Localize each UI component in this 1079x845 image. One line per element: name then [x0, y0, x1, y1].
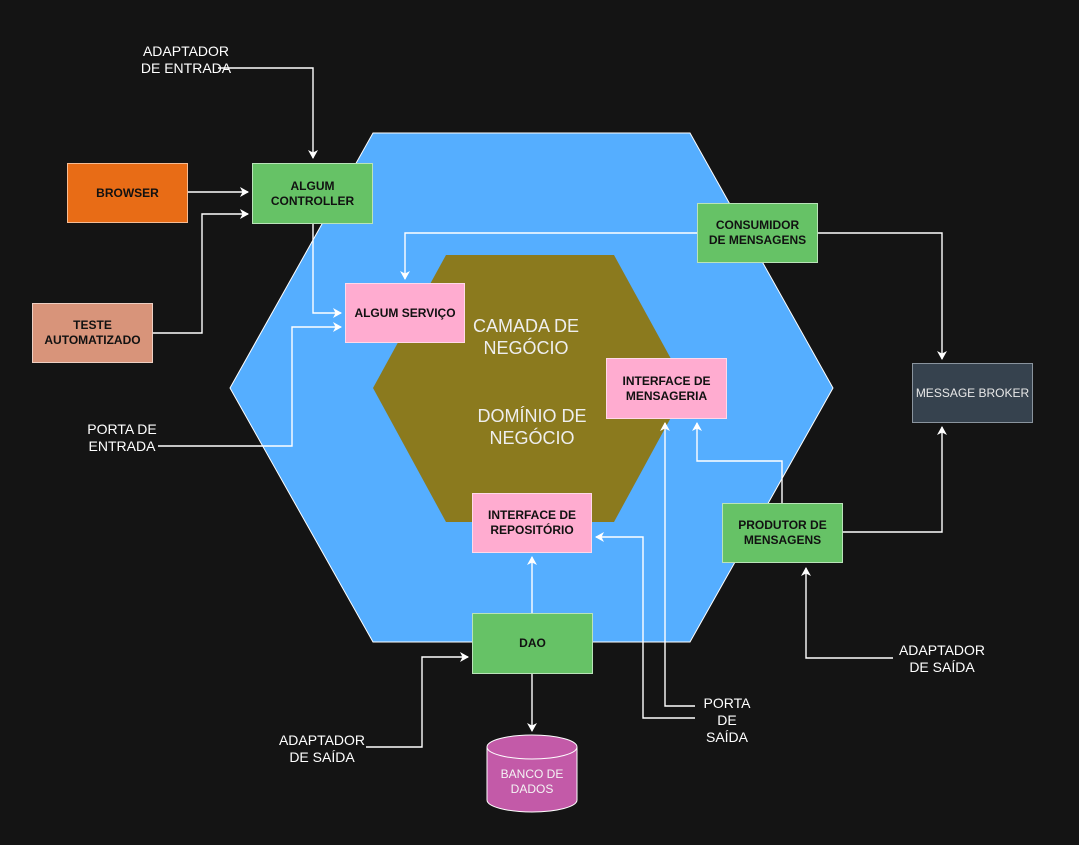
database-cylinder-shape [486, 734, 578, 813]
message-broker-box: MESSAGE BROKER [912, 363, 1033, 423]
interface-repositorio-box: INTERFACE DE REPOSITÓRIO [472, 493, 592, 553]
adaptador-saida-right-label: ADAPTADOR DE SAÍDA [898, 642, 986, 675]
browser-box: BROWSER [67, 163, 188, 223]
algum-controller-box: ALGUM CONTROLLER [252, 163, 373, 224]
dao-box: DAO [472, 613, 593, 674]
adaptador-entrada-label: ADAPTADOR DE ENTRADA [140, 43, 232, 76]
dominio-negocio-label: DOMÍNIO DE NEGÓCIO [477, 406, 587, 448]
connector-produtor-broker [843, 426, 947, 533]
adaptador-saida-left-label: ADAPTADOR DE SAÍDA [278, 732, 366, 765]
porta-saida-label: PORTA DE SAÍDA [703, 695, 751, 745]
produtor-mensagens-box: PRODUTOR DE MENSAGENS [722, 503, 843, 563]
connector-porta-entrada-servico [158, 322, 342, 447]
connector-consumidor-broker [818, 232, 947, 360]
connector-teste-controller [153, 209, 249, 334]
connector-controller-servico [312, 224, 342, 318]
connector-porta-saida-mensageria [660, 422, 695, 707]
connector-adaptador-controller [218, 67, 318, 159]
connector-consumidor-servico [400, 232, 697, 280]
connector-produtor-interface-mensageria [692, 422, 783, 503]
connector-porta-saida-repositorio [595, 532, 695, 719]
porta-entrada-label: PORTA DE ENTRADA [87, 421, 157, 454]
banco-de-dados-label: BANCO DE DADOS [500, 767, 564, 796]
connector-adaptador-saida-produtor [801, 567, 893, 659]
algum-servico-box: ALGUM SERVIÇO [345, 283, 465, 343]
interface-mensageria-box: INTERFACE DE MENSAGERIA [606, 358, 727, 419]
camada-negocio-label: CAMADA DE NEGÓCIO [472, 316, 580, 358]
consumidor-mensagens-box: CONSUMIDOR DE MENSAGENS [697, 203, 818, 263]
teste-automatizado-box: TESTE AUTOMATIZADO [32, 303, 153, 363]
connector-adaptador-saida-dao [366, 652, 469, 748]
